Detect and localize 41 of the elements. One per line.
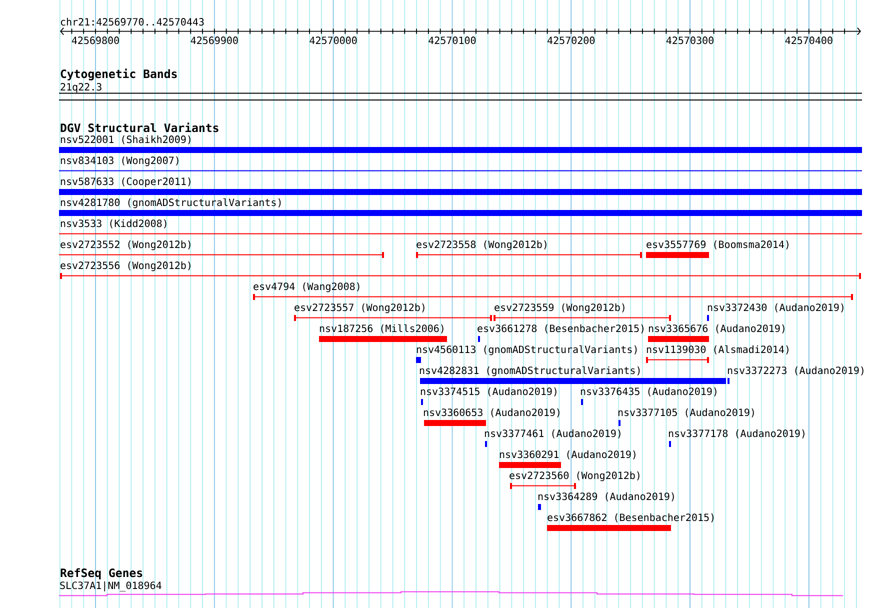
tick-label: 42570300 — [666, 36, 714, 44]
variant-label: esv2723552 (Wong2012b) — [60, 240, 190, 250]
variant-label: esv2723557 (Wong2012b) — [294, 303, 424, 314]
variant-label: nsv1139030 (Alsmadi2014) — [646, 345, 788, 354]
variant-label: nsv3372273 (Audano2019) — [728, 366, 864, 376]
variant-label: nsv587633 (Cooper2011) — [60, 177, 190, 188]
variant-label: esv3557769 (Boomsma2014) — [646, 240, 788, 250]
variant-label: esv4794 (Wang2008) — [254, 282, 360, 292]
tick-label: 42570000 — [310, 36, 357, 44]
tick-label: 42570200 — [548, 36, 595, 44]
variant-label: nsv3364289 (Audano2019) — [538, 492, 674, 502]
tick-label: 42570100 — [428, 36, 476, 44]
variant-label: nsv3365676 (Audano2019) — [648, 324, 784, 334]
variant-label: esv2723556 (Wong2012b) — [60, 261, 190, 272]
variant-label: nsv3376435 (Audano2019) — [580, 387, 716, 396]
variant-label: nsv3377461 (Audano2019) — [484, 429, 620, 438]
variant-label: nsv3533 (Kidd2008) — [60, 219, 166, 228]
gene-label: SLC37A1|NM_018964 — [60, 581, 162, 592]
variant-label: nsv187256 (Mills2006) — [320, 324, 444, 334]
variant-label: nsv3377178 (Audano2019) — [668, 429, 804, 438]
variant-label: esv3667862 (Besenbacher2015) — [548, 513, 714, 522]
tick-label: 42569900 — [190, 36, 238, 44]
variant-label: nsv4560113 (gnomADStructuralVariants) — [416, 345, 637, 356]
band-label: 21q22.3 — [60, 83, 102, 93]
variant-label: esv2723559 (Wong2012b) — [494, 303, 624, 314]
variant-label: nsv522001 (Shaikh2009) — [60, 135, 190, 144]
location-label: chr21:42569770..42570443 — [60, 18, 204, 26]
variant-label: nsv3360653 (Audano2019) — [424, 408, 560, 418]
tick-label: 42569800 — [72, 36, 119, 44]
variant-label: nsv4281780 (gnomADStructuralVariants) — [60, 198, 281, 208]
variant-label: nsv4282831 (gnomADStructuralVariants) — [420, 366, 640, 376]
variant-label: nsv3374515 (Audano2019) — [420, 387, 556, 396]
variant-label: nsv3360291 (Audano2019) — [500, 450, 636, 460]
track-heading: DGV Structural Variants — [60, 122, 218, 132]
variant-label: esv3661278 (Besenbacher2015) — [478, 324, 644, 334]
variant-label: esv2723560 (Wong2012b) — [510, 471, 640, 482]
tick-label: 42570400 — [785, 36, 832, 44]
variant-label: nsv834103 (Wong2007) — [60, 156, 178, 166]
variant-label: esv2723558 (Wong2012b) — [416, 240, 546, 250]
variant-label: nsv3377105 (Audano2019) — [618, 408, 754, 418]
variant-label: nsv3372430 (Audano2019) — [708, 303, 844, 312]
